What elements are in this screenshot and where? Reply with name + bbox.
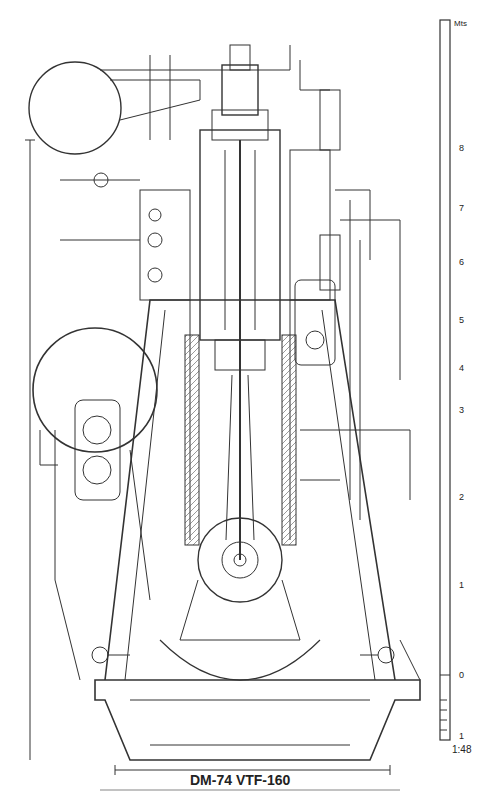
scale-number: 5 [459,316,464,325]
scale-number: Mts [454,20,467,28]
scale-number: 8 [459,144,464,153]
scale-number: 7 [459,204,464,213]
scale-number: 3 [459,406,464,415]
scale-number: 4 [459,364,464,373]
scale-number: 0 [459,671,464,680]
drawing-title: DM-74 VTF-160 [190,773,290,787]
scale-number: 6 [459,258,464,267]
scale-number: 2 [459,493,464,502]
scale-ratio: 1:48 [452,745,471,755]
scale-number: 1 [459,732,464,741]
scale-number: 1 [459,581,464,590]
